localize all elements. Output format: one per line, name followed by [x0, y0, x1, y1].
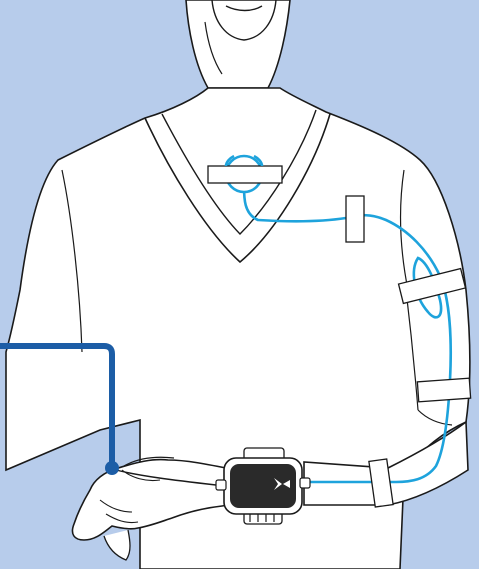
tape-strip-shoulder	[346, 196, 364, 242]
neck	[186, 0, 290, 88]
device-connector-left	[216, 480, 226, 490]
pointer-dot	[105, 461, 119, 475]
device-connector-right	[300, 478, 310, 488]
tape-strip-elbow	[417, 378, 470, 402]
tape-strip-chest	[208, 166, 282, 183]
wrist-monitor-device	[216, 448, 310, 524]
device-body	[230, 464, 296, 508]
